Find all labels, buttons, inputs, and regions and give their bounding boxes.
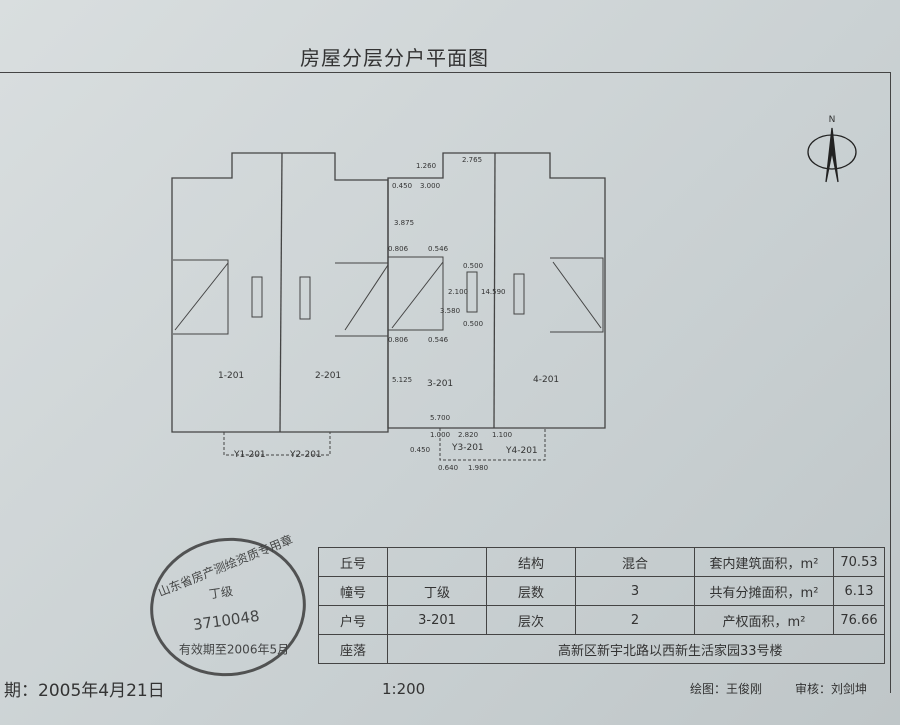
table-cell: 3: [575, 576, 695, 606]
dimension-label: 1.260: [416, 162, 436, 170]
dimension-label: 5.700: [430, 414, 450, 422]
dimension-label: 0.546: [428, 245, 449, 253]
dimension-label: 3.580: [440, 307, 460, 315]
table-row: 户号 3-201 层次 2 产权面积，m² 76.66: [318, 605, 885, 635]
table-cell: 产权面积，m²: [694, 605, 834, 635]
table-row: 幢号 丁级 层数 3 共有分摊面积，m² 6.13: [318, 576, 885, 606]
dimension-label: 0.640: [438, 464, 458, 472]
table-row: 丘号 结构 混合 套内建筑面积，m² 70.53: [318, 547, 885, 577]
balcony-label: Y1-201: [233, 450, 266, 460]
unit-outline-left: [171, 152, 389, 433]
table-cell: 户号: [318, 605, 388, 635]
drawing-frame: [0, 72, 891, 693]
table-cell: 结构: [486, 547, 576, 577]
dimension-label: 0.500: [463, 262, 483, 270]
dimension-label: 3.875: [394, 219, 414, 227]
table-cell: 70.53: [833, 547, 885, 577]
seal-valid: 有效期至2006年5月: [178, 642, 290, 657]
property-info-table: 丘号 结构 混合 套内建筑面积，m² 70.53 幢号 丁级 层数 3 共有分摊…: [318, 547, 885, 664]
page-title: 房屋分层分户平面图: [300, 46, 489, 70]
dimension-label: 1.000: [430, 431, 450, 439]
table-cell: 幢号: [318, 576, 388, 606]
table-cell: 套内建筑面积，m²: [694, 547, 834, 577]
reviewer: 审核：刘剑坤: [795, 682, 868, 696]
dimension-label: 0.500: [463, 320, 483, 328]
dimension-label: 1.100: [492, 431, 512, 439]
wall-divider: [279, 152, 283, 433]
unit-label: 1-201: [218, 371, 244, 381]
table-cell: 6.13: [833, 576, 885, 606]
stairs: [173, 256, 604, 337]
table-cell: 76.66: [833, 605, 885, 635]
dimension-label: 0.450: [392, 182, 412, 190]
dimension-label: 0.450: [410, 446, 430, 454]
wall-divider: [493, 152, 496, 429]
drawer: 绘图：王俊刚: [690, 682, 763, 696]
unit-label: 4-201: [533, 375, 559, 385]
table-row: 座落 高新区新宇北路以西新生活家园33号楼: [318, 634, 885, 664]
north-label: N: [829, 115, 836, 125]
dimension-label: 14.590: [481, 288, 506, 296]
table-cell: 丁级: [387, 576, 487, 606]
table-cell: 层数: [486, 576, 576, 606]
dimension-labels: 2.765 1.260 0.450 3.000 3.875 0.806 0.54…: [388, 156, 512, 472]
unit-label: 2-201: [315, 371, 341, 381]
table-cell: 丘号: [318, 547, 388, 577]
balcony-label: Y3-201: [451, 443, 484, 453]
dimension-label: 2.765: [462, 156, 482, 164]
location-value: 高新区新宇北路以西新生活家园33号楼: [387, 634, 885, 664]
north-arrow: [807, 127, 857, 183]
dimension-label: 5.125: [392, 376, 412, 384]
unit-label: 3-201: [427, 379, 453, 389]
scale: 1:200: [382, 680, 426, 698]
table-cell: 混合: [575, 547, 695, 577]
dimension-label: 0.806: [388, 336, 409, 344]
table-cell: 层次: [486, 605, 576, 635]
unit-outline-right: [387, 152, 606, 429]
balcony-label: Y2-201: [289, 450, 322, 460]
dimension-label: 1.980: [468, 464, 488, 472]
dimension-label: 2.820: [458, 431, 478, 439]
table-cell: [387, 547, 487, 577]
seal-code: 3710048: [191, 606, 261, 634]
table-cell: 3-201: [387, 605, 487, 635]
balcony-label: Y4-201: [505, 446, 538, 456]
survey-date: 期：2005年4月21日: [4, 681, 165, 701]
seal-grade: 丁级: [208, 584, 234, 602]
dimension-label: 0.546: [428, 336, 449, 344]
location-label: 座落: [318, 634, 388, 664]
balconies: [223, 428, 546, 461]
dimension-label: 2.100: [448, 288, 468, 296]
table-cell: 2: [575, 605, 695, 635]
dimension-label: 3.000: [420, 182, 440, 190]
table-cell: 共有分摊面积，m²: [694, 576, 834, 606]
dimension-label: 0.806: [388, 245, 409, 253]
